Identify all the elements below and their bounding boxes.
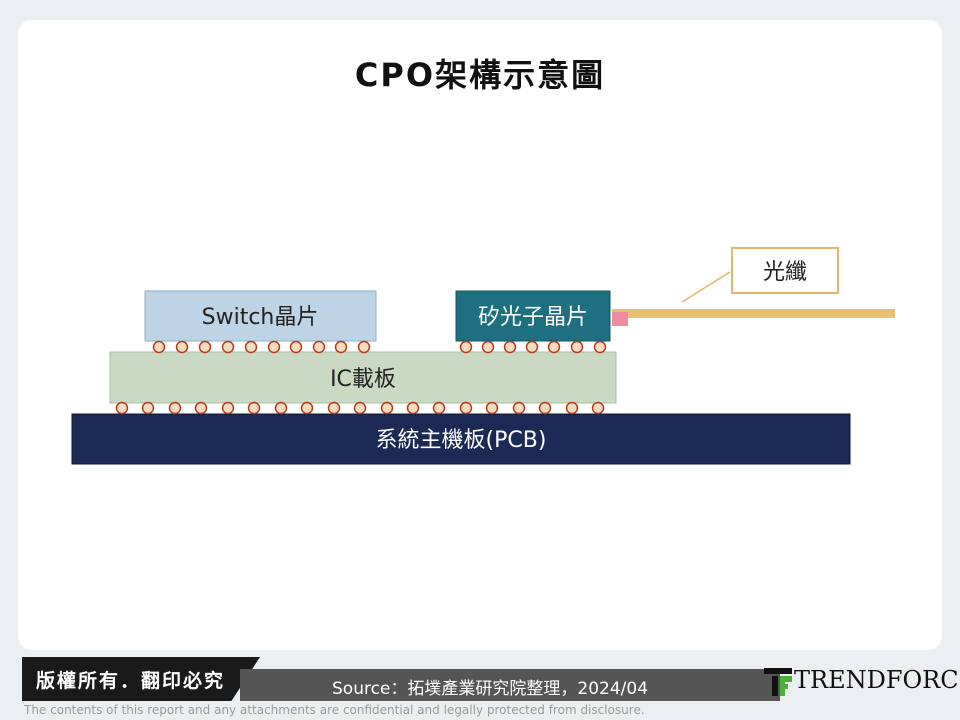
solder-ball [312, 340, 326, 354]
solder-ball [503, 340, 517, 354]
optical-fiber [612, 309, 895, 318]
solder-ball [459, 340, 473, 354]
fiber-label-box [731, 247, 839, 294]
fiber-coupler [612, 312, 628, 326]
disclaimer: The contents of this report and any atta… [24, 703, 645, 717]
solder-ball [300, 401, 314, 415]
solder-ball [141, 401, 155, 415]
solder-ball [353, 401, 367, 415]
solder-ball [547, 340, 561, 354]
source-bar: Source：拓墣產業研究院整理，2024/04 [240, 669, 780, 701]
solder-ball [357, 340, 371, 354]
trendforce-logo: TRENDFORCE [760, 658, 960, 700]
solder-balls-substrate [115, 401, 605, 415]
solder-ball [327, 401, 341, 415]
pcb-board [71, 413, 851, 465]
solder-ball [115, 401, 129, 415]
solder-ball [244, 340, 258, 354]
ic-substrate-label: IC載板 [330, 367, 396, 392]
pcb-label: 系統主機板(PCB) [376, 428, 547, 453]
ic-substrate [109, 351, 617, 404]
solder-ball [334, 340, 348, 354]
photonic-chip-label: 矽光子晶片 [478, 305, 588, 330]
solder-ball [247, 401, 261, 415]
switch-chip [144, 290, 377, 342]
solder-ball [194, 401, 208, 415]
solder-ball [221, 340, 235, 354]
solder-balls-switch [152, 340, 371, 354]
page-title: CPO架構示意圖 [354, 56, 606, 94]
solder-ball [593, 340, 607, 354]
solder-balls-photonic [459, 340, 607, 354]
switch-chip-label: Switch晶片 [202, 305, 319, 330]
fiber-label: 光纖 [763, 260, 807, 285]
solder-ball [538, 401, 552, 415]
solder-ball [406, 401, 420, 415]
copyright-text: 版權所有．翻印必究 [36, 670, 226, 692]
copyright-banner: 版權所有．翻印必究 [22, 657, 260, 701]
solder-ball [432, 401, 446, 415]
solder-ball [380, 401, 394, 415]
solder-ball [168, 401, 182, 415]
brand-name: TRENDFORCE [794, 666, 960, 694]
photonic-chip [455, 290, 611, 342]
solder-ball [485, 401, 499, 415]
fiber-callout-line [681, 271, 731, 303]
solder-ball [570, 340, 584, 354]
solder-ball [525, 340, 539, 354]
source-text: Source：拓墣產業研究院整理，2024/04 [332, 679, 649, 699]
solder-ball [481, 340, 495, 354]
solder-ball [274, 401, 288, 415]
solder-ball [512, 401, 526, 415]
solder-ball [221, 401, 235, 415]
solder-ball [152, 340, 166, 354]
solder-ball [267, 340, 281, 354]
solder-ball [175, 340, 189, 354]
solder-ball [565, 401, 579, 415]
solder-ball [459, 401, 473, 415]
solder-ball [198, 340, 212, 354]
solder-ball [591, 401, 605, 415]
trendforce-logo-icon [764, 668, 792, 696]
solder-ball [289, 340, 303, 354]
